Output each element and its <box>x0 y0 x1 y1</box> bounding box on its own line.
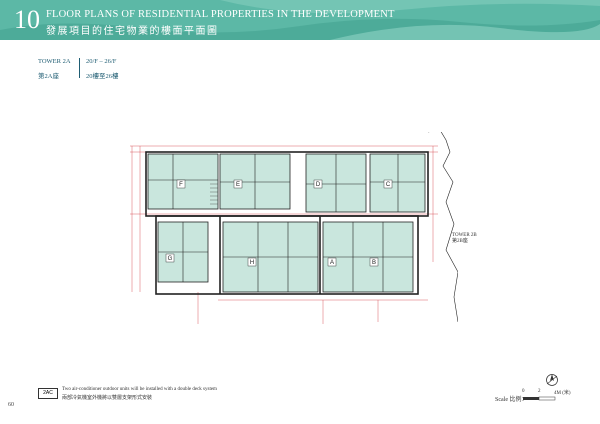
unit-label-d: D <box>316 182 321 188</box>
scale-tick-2: 2 <box>538 389 541 394</box>
unit-label-f: F <box>179 182 183 188</box>
note-text-en: Two air-conditioner outdoor units will b… <box>62 387 217 392</box>
unit-label-b: B <box>372 260 376 266</box>
north-arrow-icon <box>546 374 558 386</box>
unit-label-g: G <box>168 256 173 262</box>
neighbour-tower-en: TOWER 2B <box>452 233 477 238</box>
unit-label-h: H <box>250 260 254 266</box>
neighbour-tower-label: TOWER 2B 第2B座 <box>452 233 477 245</box>
tower-name-en: TOWER 2A <box>38 58 71 65</box>
floor-range-en: 20/F – 26/F <box>86 58 117 65</box>
section-title-en: FLOOR PLANS OF RESIDENTIAL PROPERTIES IN… <box>46 9 395 20</box>
header-banner: 10 FLOOR PLANS OF RESIDENTIAL PROPERTIES… <box>0 0 600 40</box>
section-number: 10 <box>14 5 40 34</box>
page-number: 60 <box>8 402 14 408</box>
neighbour-tower-zh: 第2B座 <box>452 239 468 244</box>
tower-name-zh: 第2A座 <box>38 73 59 80</box>
ac-unit-icon: 2AC <box>38 388 58 399</box>
floor-plan-drawing: F E D C G H A B <box>130 132 458 324</box>
scale-tick-4: 4M (米) <box>554 391 571 396</box>
scale-bar: Scale 比例： 0 2 4M (米) <box>495 386 587 404</box>
scale-tick-0: 0 <box>522 389 525 394</box>
unit-label-a: A <box>330 260 334 266</box>
section-title-zh: 發展項目的住宅物業的樓面平面圖 <box>46 26 219 37</box>
scale-bar-graphic <box>523 396 556 401</box>
floor-range-zh: 20樓至26樓 <box>86 73 119 80</box>
scale-label: Scale 比例： <box>495 397 528 403</box>
unit-label-c: C <box>386 182 391 188</box>
note-text-zh: 兩部冷氣機室外機將以雙層支架形式安裝 <box>62 396 153 401</box>
tower-info-divider <box>79 58 80 78</box>
unit-label-e: E <box>236 182 240 188</box>
banner-wave-graphic <box>0 0 600 40</box>
